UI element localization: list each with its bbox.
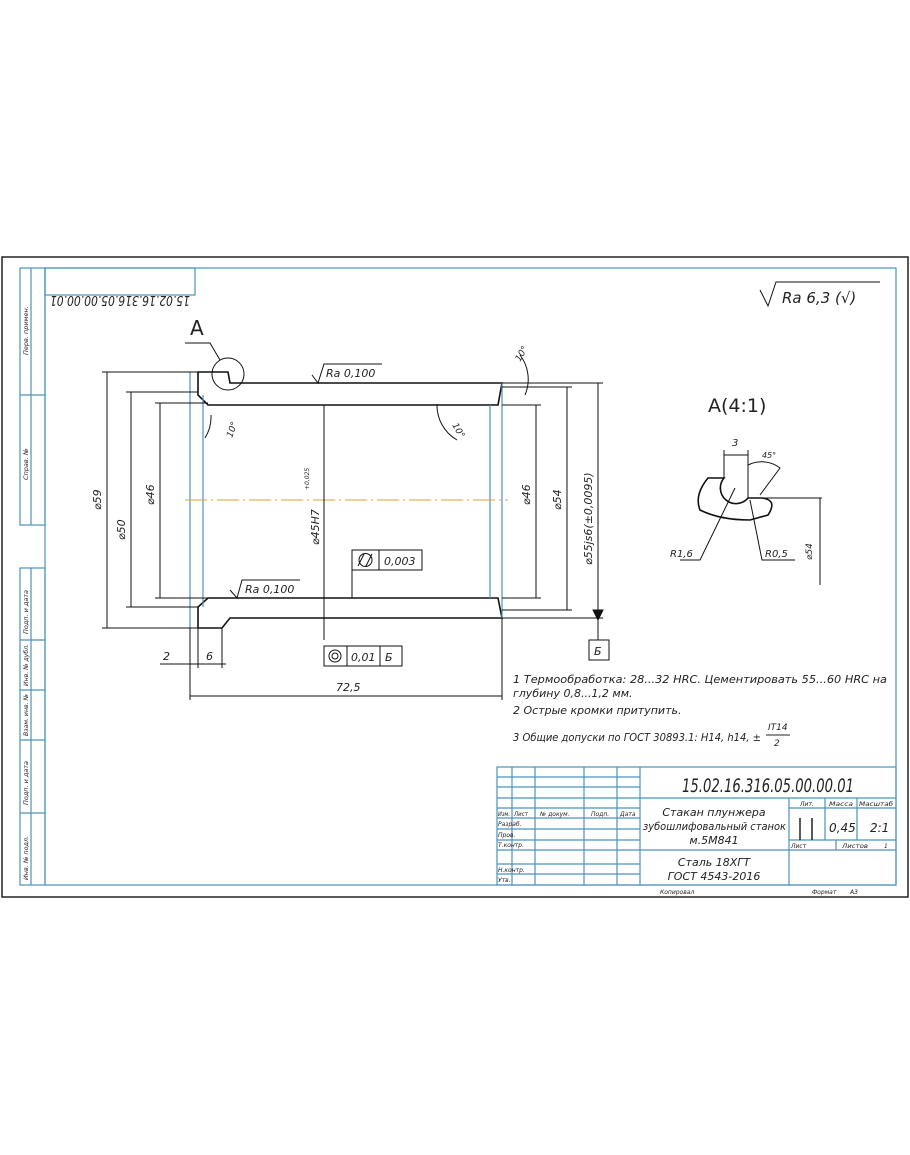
note-3-den: 2 [774,739,780,749]
note-3-num: IT14 [768,723,788,733]
dim-2: 2 [163,650,170,663]
tb-role: Пров. [498,832,516,839]
tb-scale: 2:1 [870,821,889,835]
side-label: Инв. № подл. [22,836,30,880]
tb-mass-label: Масса [829,801,853,808]
side-label: Перв. примен. [22,306,30,355]
dim-d46-right: ⌀46 [520,484,533,505]
detail-a-view [680,450,822,585]
tb-role: Т.контр. [498,842,524,849]
tb-copied: Копировал [660,889,694,896]
tb-col-header: Изм. [498,811,510,818]
roughness-top: Ra 0,100 [326,367,375,380]
general-roughness: Ra 6,3 (√) [782,289,856,307]
detail-r2: R0,5 [765,549,788,560]
tb-col-header: Лист [513,811,528,818]
note-1a: 1 Термообработка: 28...32 HRC. Цементиро… [513,673,887,686]
roughness-bottom-icon [229,579,300,600]
tb-mass: 0,45 [829,821,856,835]
tb-col-header: Дата [619,811,636,818]
tb-sheets: 1 [884,843,888,850]
tb-lit-label: Лит. [799,801,814,808]
dim-6: 6 [206,650,213,663]
detail-angle: 45° [762,451,776,460]
tb-name-1: Стакан плунжера [662,806,765,819]
dim-d45-tol: +0,025 [304,468,311,490]
roughness-bottom: Ra 0,100 [245,583,294,596]
datum-box [588,639,610,661]
concentricity-icon [328,649,342,663]
side-label: Справ. № [22,448,30,480]
dim-d54: ⌀54 [551,489,564,510]
tb-role: Разраб. [498,821,522,828]
cylindricity-frame: 0,003 [351,549,423,598]
tb-material-2: ГОСТ 4543-2016 [668,870,761,883]
part-section [185,342,508,629]
tb-col-header: Подп. [591,811,609,818]
tb-name-2: зубошлифовальный станок [643,820,786,833]
dimension-lines [102,354,604,700]
tb-format-label: Формат [812,889,837,896]
roughness-symbol-icon [759,281,880,308]
detail-dia: ⌀54 [805,543,815,560]
tb-designation: 15.02.16.316.05.00.00.01 [682,775,854,797]
tb-name-3: м.5М841 [689,834,738,847]
cylindricity-icon [357,553,373,567]
side-label: Взам. инв. № [22,694,30,736]
conc-datum: Б [385,651,393,664]
detail-r1: R1,6 [670,549,693,560]
side-strip-top [19,267,46,526]
dim-72-5: 72,5 [336,681,361,694]
tb-role: Утв. [498,877,511,884]
concentricity-frame: 0,01 Б [323,645,403,667]
side-strip-bottom [19,567,46,886]
note-3: 3 Общие допуски по ГОСТ 30893.1: H14, h1… [513,731,761,744]
datum-label: Б [594,645,602,658]
tb-format: А3 [849,889,858,896]
side-label: Подп. и дата [22,590,30,634]
note-1b: глубину 0,8...1,2 мм. [513,687,633,700]
dim-d59: ⌀59 [91,489,104,510]
tb-sheets-label: Листов [841,843,869,850]
sheet-outer-border [1,256,909,898]
dim-d46-left: ⌀46 [144,484,157,505]
rotated-code-box [44,267,196,296]
view-label: A [190,316,204,340]
note-2: 2 Острые кромки притупить. [513,704,681,717]
dim-d55: ⌀55js6(±0,0095) [582,472,595,565]
detail-width: 3 [732,438,738,449]
dim-d50: ⌀50 [115,519,128,540]
cyl-tol-value: 0,003 [384,555,416,568]
dim-d45: ⌀45H7 [309,509,322,545]
side-label: Подп. и дата [22,761,30,805]
rotated-code: 15.02.16.316.05.00.00.01 [50,292,190,307]
technical-notes: 1 Термообработка: 28...32 HRC. Цементиро… [513,673,887,749]
tb-col-header: № докум. [539,811,570,818]
side-label: Инв. № дубл. [22,644,30,686]
tb-material-1: Сталь 18ХГТ [678,856,752,869]
detail-title: A(4:1) [708,395,766,417]
title-block [496,766,897,886]
detail-a-circle [211,357,245,391]
conc-tol-value: 0,01 [351,651,376,664]
tb-scale-label: Масштаб [859,801,893,808]
tb-role: Н.контр. [498,867,525,874]
roughness-top-icon [311,363,382,385]
tb-sheet-label: Лист [790,843,807,850]
